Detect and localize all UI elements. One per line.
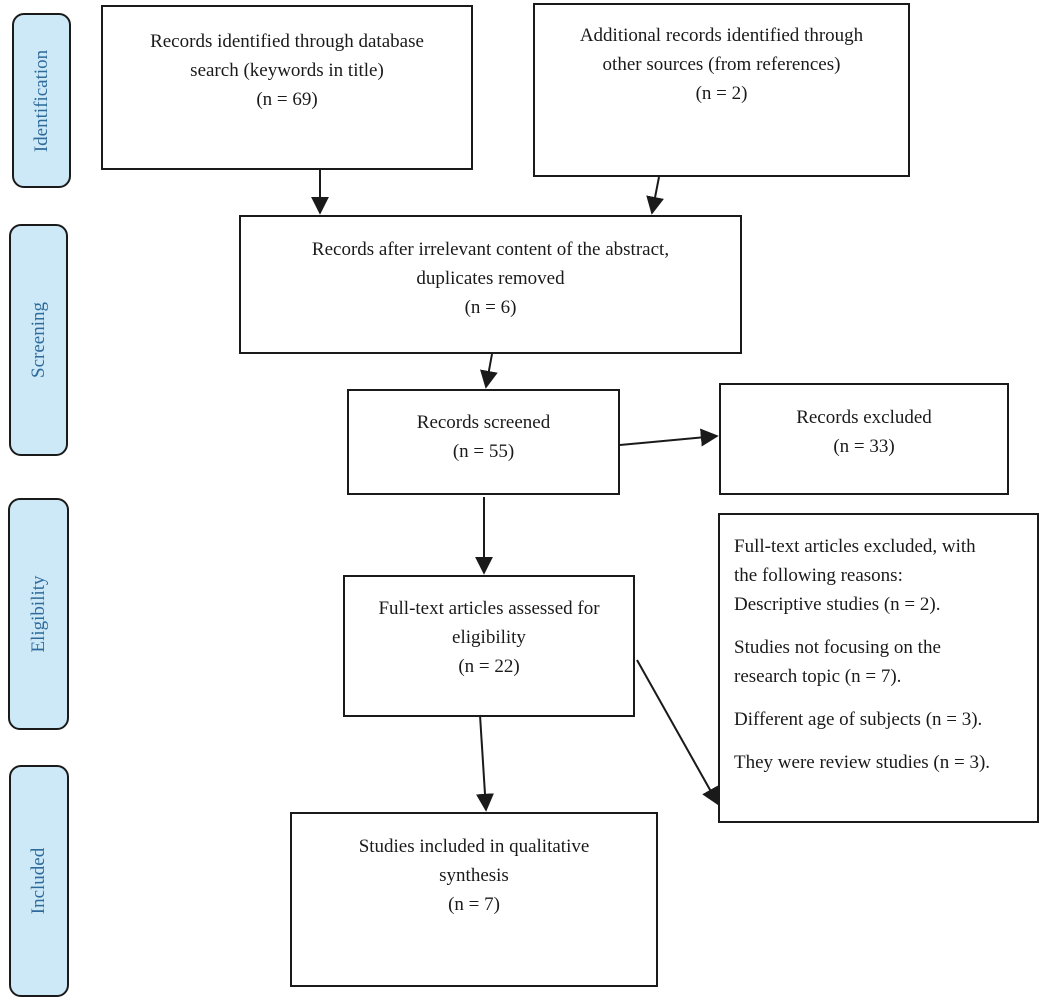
other-sources-line2: other sources (from references) [602, 54, 841, 75]
fulltext-count: (n = 22) [458, 656, 520, 677]
box-database-search: Records identified through database sear… [101, 5, 473, 170]
db-search-line1: Records identified through database [150, 31, 424, 52]
fulltext-excluded-line4: Studies not focusing on the [734, 637, 941, 658]
db-search-line2: search (keywords in title) [190, 60, 384, 81]
included-count: (n = 7) [448, 894, 500, 915]
phase-screening: Screening [9, 224, 68, 456]
fulltext-excluded-line7: They were review studies (n = 3). [734, 752, 991, 773]
fulltext-excluded-line6: Different age of subjects (n = 3). [734, 709, 983, 730]
box-fulltext-assessed: Full-text articles assessed for eligibil… [343, 575, 635, 717]
box-studies-included: Studies included in qualitative synthesi… [290, 812, 658, 987]
phase-identification: Identification [12, 13, 71, 188]
arrow-fulltext-to-included [475, 714, 494, 812]
box-after-removal: Records after irrelevant content of the … [239, 215, 742, 354]
fulltext-excluded-line2: the following reasons: [734, 565, 903, 586]
included-line2: synthesis [439, 865, 509, 886]
included-line1: Studies included in qualitative [358, 836, 590, 857]
after-removal-line1: Records after irrelevant content of the … [311, 239, 670, 260]
phase-eligibility: Eligibility [8, 498, 69, 730]
other-sources-line1: Additional records identified through [579, 25, 864, 46]
box-records-screened: Records screened (n = 55) [347, 389, 620, 495]
arrow-removal-to-screened [480, 353, 498, 389]
phase-included: Included [9, 765, 69, 997]
excluded-line1: Records excluded [796, 407, 932, 428]
fulltext-excluded-line5: research topic (n = 7). [734, 666, 902, 687]
screened-line1: Records screened [416, 412, 551, 433]
arrow-screened-to-excluded [619, 428, 719, 447]
excluded-count: (n = 33) [833, 436, 895, 457]
screened-count: (n = 55) [452, 441, 515, 462]
arrow-other-to-removal [646, 176, 664, 215]
fulltext-line1: Full-text articles assessed for [378, 598, 600, 619]
box-other-sources: Additional records identified through ot… [533, 3, 910, 177]
after-removal-line2: duplicates removed [416, 268, 565, 289]
arrow-fulltext-to-excluded [636, 659, 719, 806]
db-search-count: (n = 69) [256, 89, 318, 110]
after-removal-count: (n = 6) [464, 297, 517, 318]
box-fulltext-excluded: Full-text articles excluded, with the fo… [718, 513, 1039, 823]
fulltext-excluded-line3: Descriptive studies (n = 2). [734, 594, 941, 615]
box-records-excluded: Records excluded (n = 33) [719, 383, 1009, 495]
other-sources-count: (n = 2) [695, 83, 748, 104]
fulltext-excluded-line1: Full-text articles excluded, with [734, 536, 976, 557]
fulltext-line2: eligibility [452, 627, 526, 648]
